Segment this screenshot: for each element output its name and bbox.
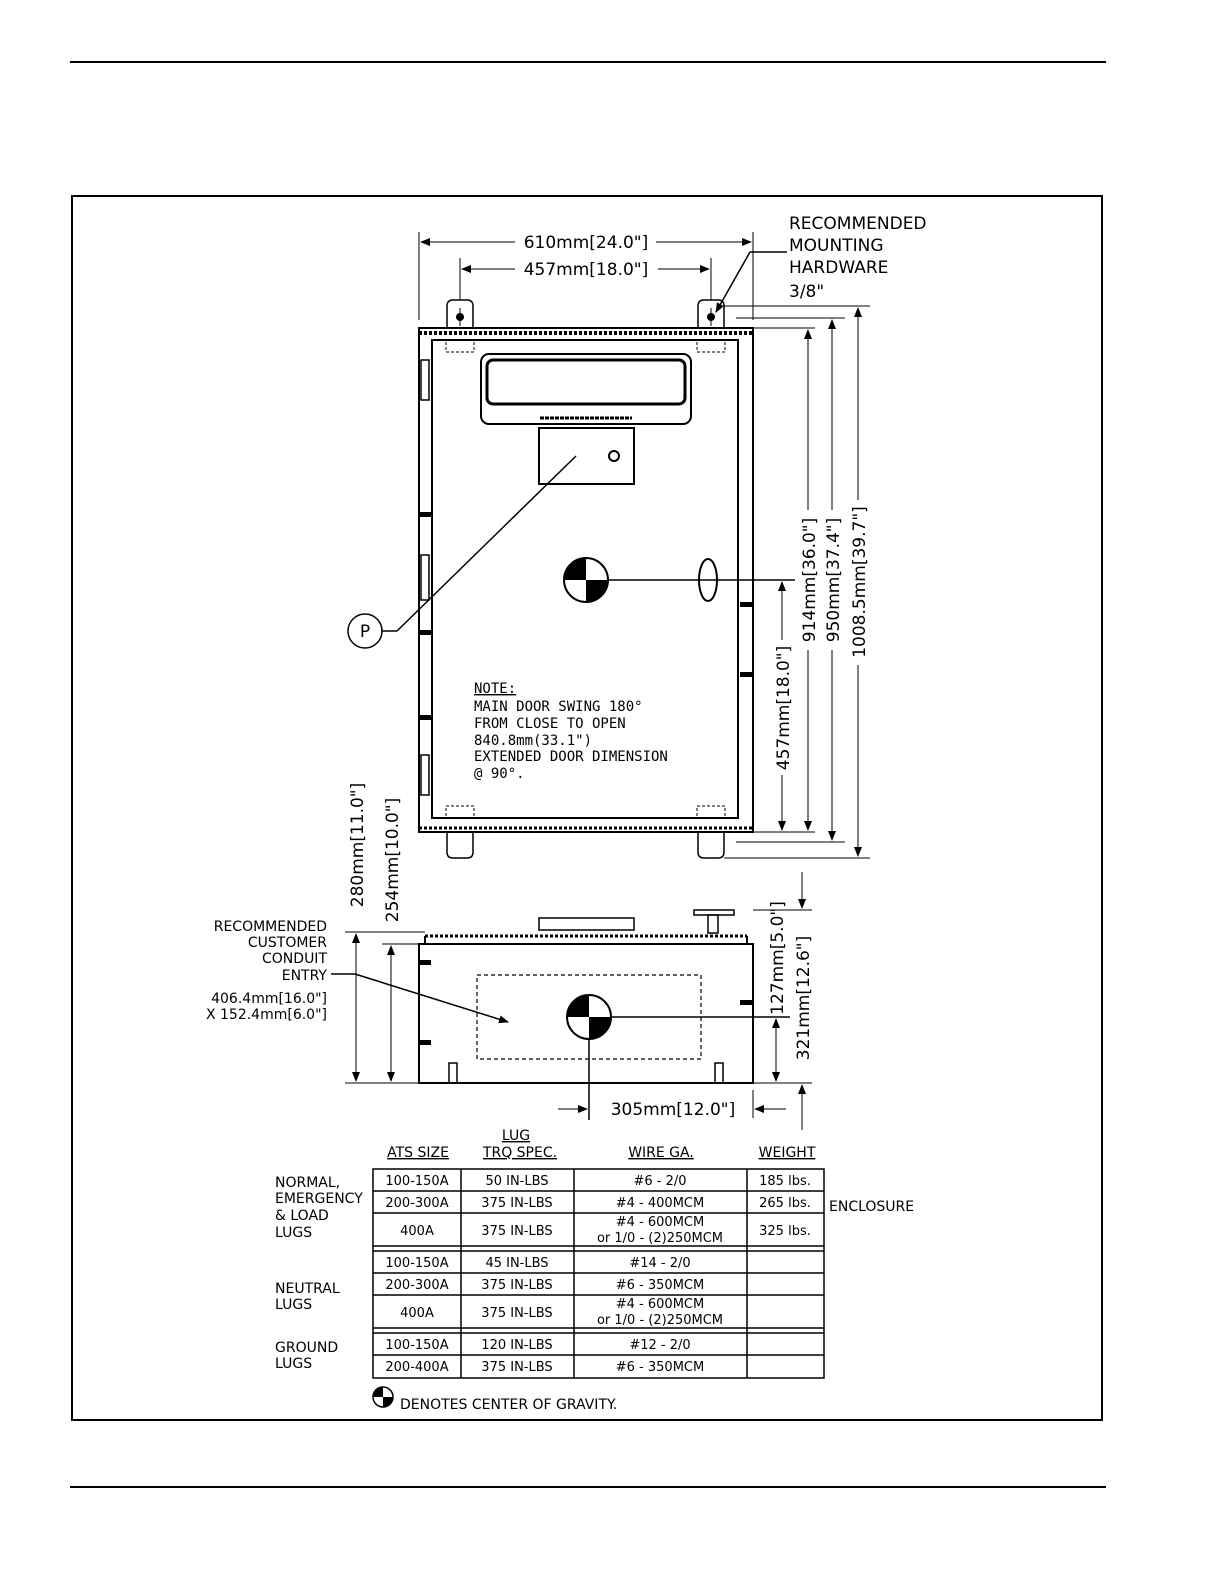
cell-torque: 45 IN-LBS — [485, 1256, 548, 1271]
cell-weight: 325 lbs. — [759, 1224, 811, 1239]
enclosure-label: ENCLOSURE — [829, 1199, 914, 1215]
overall-depth-321-dim: 321mm[12.6"] — [794, 936, 814, 1061]
cell-wire: #4 - 400MCM — [616, 1196, 704, 1211]
header-ats-size: ATS SIZE — [387, 1145, 449, 1161]
group-normal-2: EMERGENCY — [275, 1191, 363, 1207]
header-lug: LUG — [502, 1128, 530, 1144]
group-ground-2: LUGS — [275, 1356, 312, 1372]
note-line-4: EXTENDED DOOR DIMENSION — [474, 749, 668, 765]
cell-torque: 375 IN-LBS — [481, 1224, 552, 1239]
mounting-label-2: MOUNTING — [789, 236, 884, 256]
table-row: 100-150A 120 IN-LBS #12 - 2/0 — [385, 1338, 690, 1353]
cell-ats: 100-150A — [385, 1338, 448, 1353]
bottom-rule — [70, 1486, 1106, 1488]
depth-280-dim: 280mm[11.0"] — [348, 783, 368, 908]
cell-wire-alt: or 1/0 - (2)250MCM — [597, 1231, 723, 1246]
cell-torque: 50 IN-LBS — [485, 1174, 548, 1189]
header-trq-spec: TRQ SPEC. — [482, 1145, 557, 1161]
cell-wire: #4 - 600MCM — [616, 1215, 704, 1230]
drawing-frame — [71, 195, 1103, 1421]
cg-depth-127-dim: 127mm[5.0"] — [768, 901, 788, 1015]
group-neutral-2: LUGS — [275, 1297, 312, 1313]
conduit-label-2: CUSTOMER — [248, 935, 327, 951]
overall-width-dim: 610mm[24.0"] — [524, 233, 649, 253]
cg-symbol-bottom — [566, 994, 612, 1040]
cell-wire: #6 - 350MCM — [616, 1278, 704, 1293]
cell-torque: 375 IN-LBS — [481, 1278, 552, 1293]
front-view — [418, 299, 754, 859]
cell-wire-alt: or 1/0 - (2)250MCM — [597, 1313, 723, 1328]
note-line-1: MAIN DOOR SWING 180° — [474, 699, 643, 715]
top-rule — [70, 61, 1106, 63]
cell-wire: #6 - 2/0 — [633, 1174, 686, 1189]
cg-height-dim: 457mm[18.0"] — [774, 646, 794, 771]
header-wire-ga: WIRE GA. — [628, 1145, 694, 1161]
lug-table: ATS SIZE LUG TRQ SPEC. WIRE GA. WEIGHT N… — [275, 1128, 914, 1379]
cell-ats: 100-150A — [385, 1174, 448, 1189]
cg-width-305-dim: 305mm[12.0"] — [611, 1100, 736, 1120]
group-normal-3: & LOAD — [275, 1208, 329, 1224]
cell-ats: 400A — [400, 1306, 434, 1321]
cg-legend-text: DENOTES CENTER OF GRAVITY. — [400, 1397, 617, 1413]
depth-254-dim: 254mm[10.0"] — [383, 798, 403, 923]
note-line-2: FROM CLOSE TO OPEN — [474, 716, 626, 732]
cell-ats: 400A — [400, 1224, 434, 1239]
bottom-view — [418, 909, 754, 1084]
table-row: 200-300A 375 IN-LBS #6 - 350MCM — [385, 1278, 704, 1293]
note-title: NOTE: — [474, 681, 516, 697]
note-line-5: @ 90°. — [474, 766, 525, 782]
cell-torque: 375 IN-LBS — [481, 1360, 552, 1375]
height-914-dim: 914mm[36.0"] — [800, 518, 820, 643]
mount-width-dim: 457mm[18.0"] — [524, 260, 649, 280]
cell-ats: 200-300A — [385, 1196, 448, 1211]
mounting-label-1: RECOMMENDED — [789, 214, 927, 234]
cell-torque: 120 IN-LBS — [481, 1338, 552, 1353]
table-row: 400A 375 IN-LBS #4 - 600MCM or 1/0 - (2)… — [400, 1297, 723, 1328]
group-normal-1: NORMAL, — [275, 1175, 340, 1191]
cell-torque: 375 IN-LBS — [481, 1196, 552, 1211]
conduit-label-1: RECOMMENDED — [214, 919, 327, 935]
cell-wire: #6 - 350MCM — [616, 1360, 704, 1375]
cell-ats: 200-400A — [385, 1360, 448, 1375]
conduit-label-4: ENTRY — [282, 968, 328, 984]
cg-legend-icon — [372, 1386, 394, 1408]
table-row: 100-150A 50 IN-LBS #6 - 2/0 185 lbs. — [385, 1174, 810, 1189]
cell-ats: 100-150A — [385, 1256, 448, 1271]
group-ground-1: GROUND — [275, 1340, 338, 1356]
cell-wire: #14 - 2/0 — [629, 1256, 690, 1271]
cg-symbol-front — [563, 557, 609, 603]
group-normal-4: LUGS — [275, 1225, 312, 1241]
header-weight: WEIGHT — [759, 1145, 816, 1161]
conduit-label-3: CONDUIT — [262, 951, 327, 967]
callout-p: P — [360, 622, 370, 642]
hinge-marks — [419, 512, 752, 720]
table-row: 100-150A 45 IN-LBS #14 - 2/0 — [385, 1256, 690, 1271]
group-neutral-1: NEUTRAL — [275, 1281, 340, 1297]
note-line-3: 840.8mm(33.1") — [474, 733, 592, 749]
mounting-label-3: HARDWARE — [789, 258, 888, 278]
conduit-size-1: 406.4mm[16.0"] — [211, 991, 327, 1007]
cell-ats: 200-300A — [385, 1278, 448, 1293]
cell-wire: #12 - 2/0 — [629, 1338, 690, 1353]
height-1008-dim: 1008.5mm[39.7"] — [850, 506, 870, 658]
table-row: 200-300A 375 IN-LBS #4 - 400MCM 265 lbs. — [385, 1196, 810, 1211]
mounting-label-4: 3/8" — [789, 282, 824, 302]
cell-wire: #4 - 600MCM — [616, 1297, 704, 1312]
table-row: 200-400A 375 IN-LBS #6 - 350MCM — [385, 1360, 704, 1375]
conduit-size-2: X 152.4mm[6.0"] — [206, 1007, 327, 1023]
cell-weight: 185 lbs. — [759, 1174, 811, 1189]
cell-torque: 375 IN-LBS — [481, 1306, 552, 1321]
height-950-dim: 950mm[37.4"] — [824, 518, 844, 643]
table-row: 400A 375 IN-LBS #4 - 600MCM or 1/0 - (2)… — [400, 1215, 811, 1246]
cell-weight: 265 lbs. — [759, 1196, 811, 1211]
